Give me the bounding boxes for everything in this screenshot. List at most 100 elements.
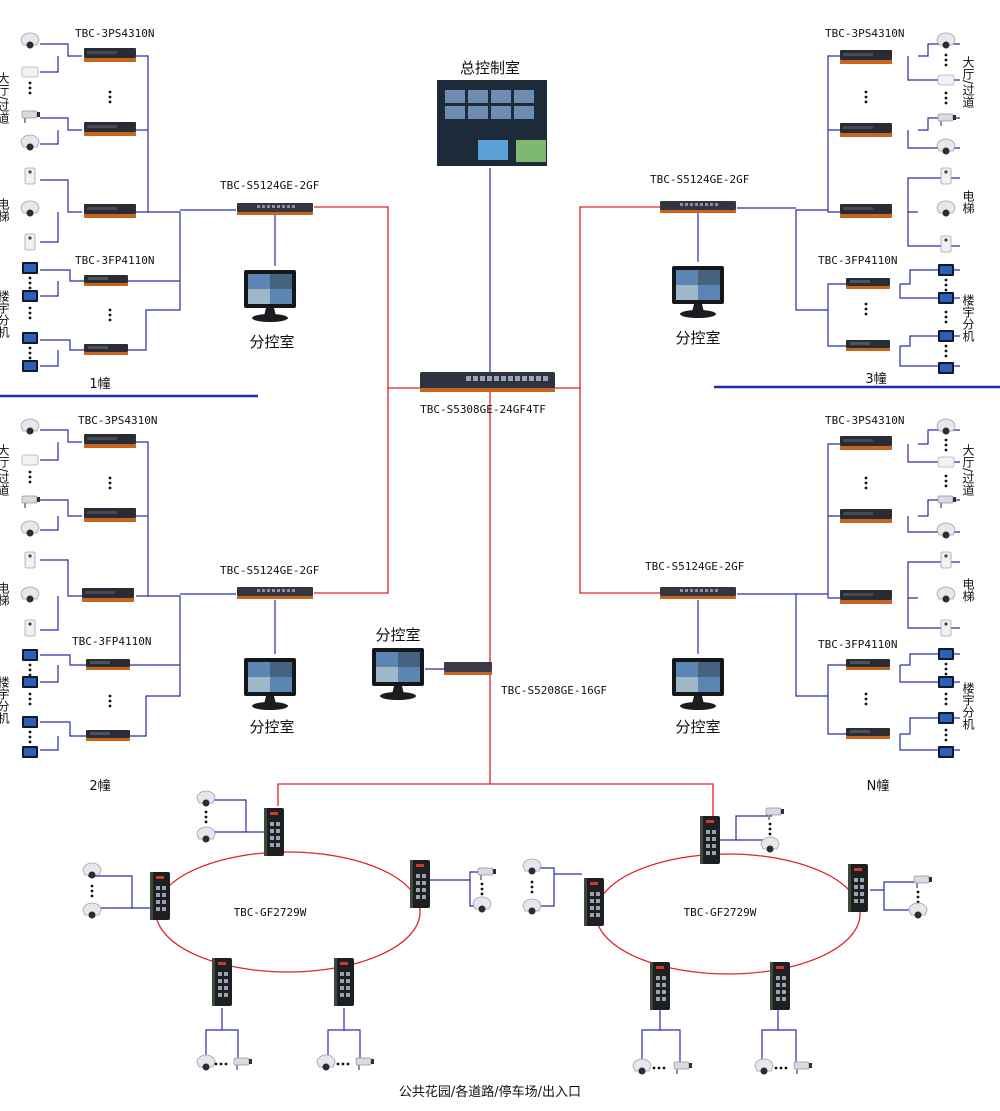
dome-camera-icon <box>522 858 542 875</box>
dome-camera-icon <box>196 826 216 843</box>
monitor-icon <box>372 648 424 700</box>
area-label: 电梯 <box>0 582 10 606</box>
sub-room-label: 分控室 <box>675 718 720 736</box>
bullet-camera-icon <box>937 495 957 509</box>
fp-switch-icon <box>846 659 890 670</box>
poe-switch-icon <box>840 436 892 450</box>
dome-camera-icon <box>936 138 956 155</box>
poe-switch-icon <box>840 590 892 604</box>
aggregation-switch-icon <box>237 587 313 599</box>
ring-left: TBC-GF2729W <box>82 790 497 1071</box>
main-control-room: 总控制室 <box>437 59 547 166</box>
wireless-ap-icon <box>21 66 39 78</box>
sub-room-label: 分控室 <box>249 333 294 351</box>
dome-camera-icon <box>936 200 956 217</box>
indoor-monitor-icon <box>22 649 38 661</box>
aggregation-switch-icon <box>660 201 736 213</box>
dome-camera-icon <box>936 586 956 603</box>
industrial-switch-icon <box>334 958 354 1006</box>
indoor-monitor-icon <box>938 648 954 660</box>
fp-switch-label: TBC-3FP4110N <box>818 638 897 651</box>
intercom-icon <box>24 551 36 569</box>
core-switch-label: TBC-S5308GE-24GF4TF <box>420 403 546 416</box>
industrial-switch-icon <box>584 878 604 926</box>
poe-switch-icon <box>84 122 136 136</box>
indoor-monitor-icon <box>938 746 954 758</box>
dome-camera-icon <box>760 836 780 853</box>
fp-switch-icon <box>846 728 890 739</box>
agg-switch-label: TBC-S5124GE-2GF <box>650 173 749 186</box>
dome-camera-icon <box>20 586 40 603</box>
fp-switch-icon <box>84 275 128 286</box>
aggregation-switch-icon <box>237 203 313 215</box>
sub-room-label: 分控室 <box>249 718 294 736</box>
sub-room-label: 分控室 <box>675 329 720 347</box>
building-name: 1幢 <box>89 376 110 392</box>
area-label: 电梯 <box>961 578 975 602</box>
poe-switch-label: TBC-3PS4310N <box>825 27 904 40</box>
fp-switch-icon <box>86 730 130 741</box>
dome-camera-icon <box>936 522 956 539</box>
poe-switch-icon <box>840 509 892 523</box>
building-3: TBC-3PS4310N TBC-3FP4110N TBC-S5124GE-2G… <box>650 27 1000 389</box>
sub-room-label: 分控室 <box>375 626 420 644</box>
fp-switch-label: TBC-3FP4110N <box>72 635 151 648</box>
dome-camera-icon <box>936 32 956 49</box>
wireless-ap-icon <box>21 454 39 466</box>
area-label: 大厅/过道 <box>0 72 10 124</box>
indoor-monitor-icon <box>22 746 38 758</box>
bullet-camera-icon <box>233 1057 253 1071</box>
dome-camera-icon <box>20 520 40 537</box>
area-label: 电梯 <box>0 198 10 222</box>
aggregation-switch-icon <box>660 587 736 599</box>
dome-camera-icon <box>472 896 492 913</box>
industrial-switch-icon <box>150 872 170 920</box>
indoor-monitor-icon <box>22 290 38 302</box>
dome-camera-icon <box>522 898 542 915</box>
fp-switch-icon <box>84 344 128 355</box>
dome-camera-icon <box>20 418 40 435</box>
poe-switch-icon <box>84 508 136 522</box>
industrial-switch-icon <box>650 962 670 1010</box>
indoor-monitor-icon <box>938 362 954 374</box>
agg-switch-label: TBC-S5124GE-2GF <box>220 179 319 192</box>
indoor-monitor-icon <box>938 676 954 688</box>
indoor-monitor-icon <box>938 292 954 304</box>
bullet-camera-icon <box>673 1061 693 1075</box>
control-room-title: 总控制室 <box>460 59 520 77</box>
dome-camera-icon <box>754 1058 774 1075</box>
intercom-icon <box>24 233 36 251</box>
poe-switch-label: TBC-3PS4310N <box>78 414 157 427</box>
footer-caption: 公共花园/各道路/停车场/出入口 <box>399 1084 581 1100</box>
building-2: TBC-3PS4310N TBC-3FP4110N TBC-S5124GE-2G… <box>0 414 319 794</box>
industrial-switch-icon <box>700 816 720 864</box>
area-label: 大厅/过道 <box>961 444 975 496</box>
wireless-ap-icon <box>937 456 955 468</box>
fp-switch-icon <box>846 278 890 289</box>
dome-camera-icon <box>936 418 956 435</box>
dome-camera-icon <box>632 1058 652 1075</box>
industrial-switch-icon <box>212 958 232 1006</box>
dome-camera-icon <box>20 134 40 151</box>
bullet-camera-icon <box>477 867 497 881</box>
bullet-camera-icon <box>21 110 41 124</box>
monitor-icon <box>244 658 296 710</box>
bullet-camera-icon <box>913 875 933 889</box>
poe-switch-icon <box>840 123 892 137</box>
dome-camera-icon <box>196 1054 216 1071</box>
wireless-ap-icon <box>937 74 955 86</box>
intercom-icon <box>940 167 952 185</box>
dome-camera-icon <box>82 902 102 919</box>
indoor-monitor-icon <box>938 712 954 724</box>
intercom-icon <box>940 235 952 253</box>
fp-switch-icon <box>846 340 890 351</box>
industrial-switch-icon <box>770 962 790 1010</box>
ring-right: TBC-GF2729W <box>522 807 933 1075</box>
building-n: TBC-3PS4310N TBC-3FP4110N TBC-S5124GE-2G… <box>645 414 975 794</box>
monitor-icon <box>672 658 724 710</box>
intercom-icon <box>24 619 36 637</box>
indoor-monitor-icon <box>22 262 38 274</box>
poe-switch-icon <box>82 588 134 602</box>
indoor-monitor-icon <box>22 360 38 372</box>
area-label: 楼宇分机 <box>961 293 975 342</box>
